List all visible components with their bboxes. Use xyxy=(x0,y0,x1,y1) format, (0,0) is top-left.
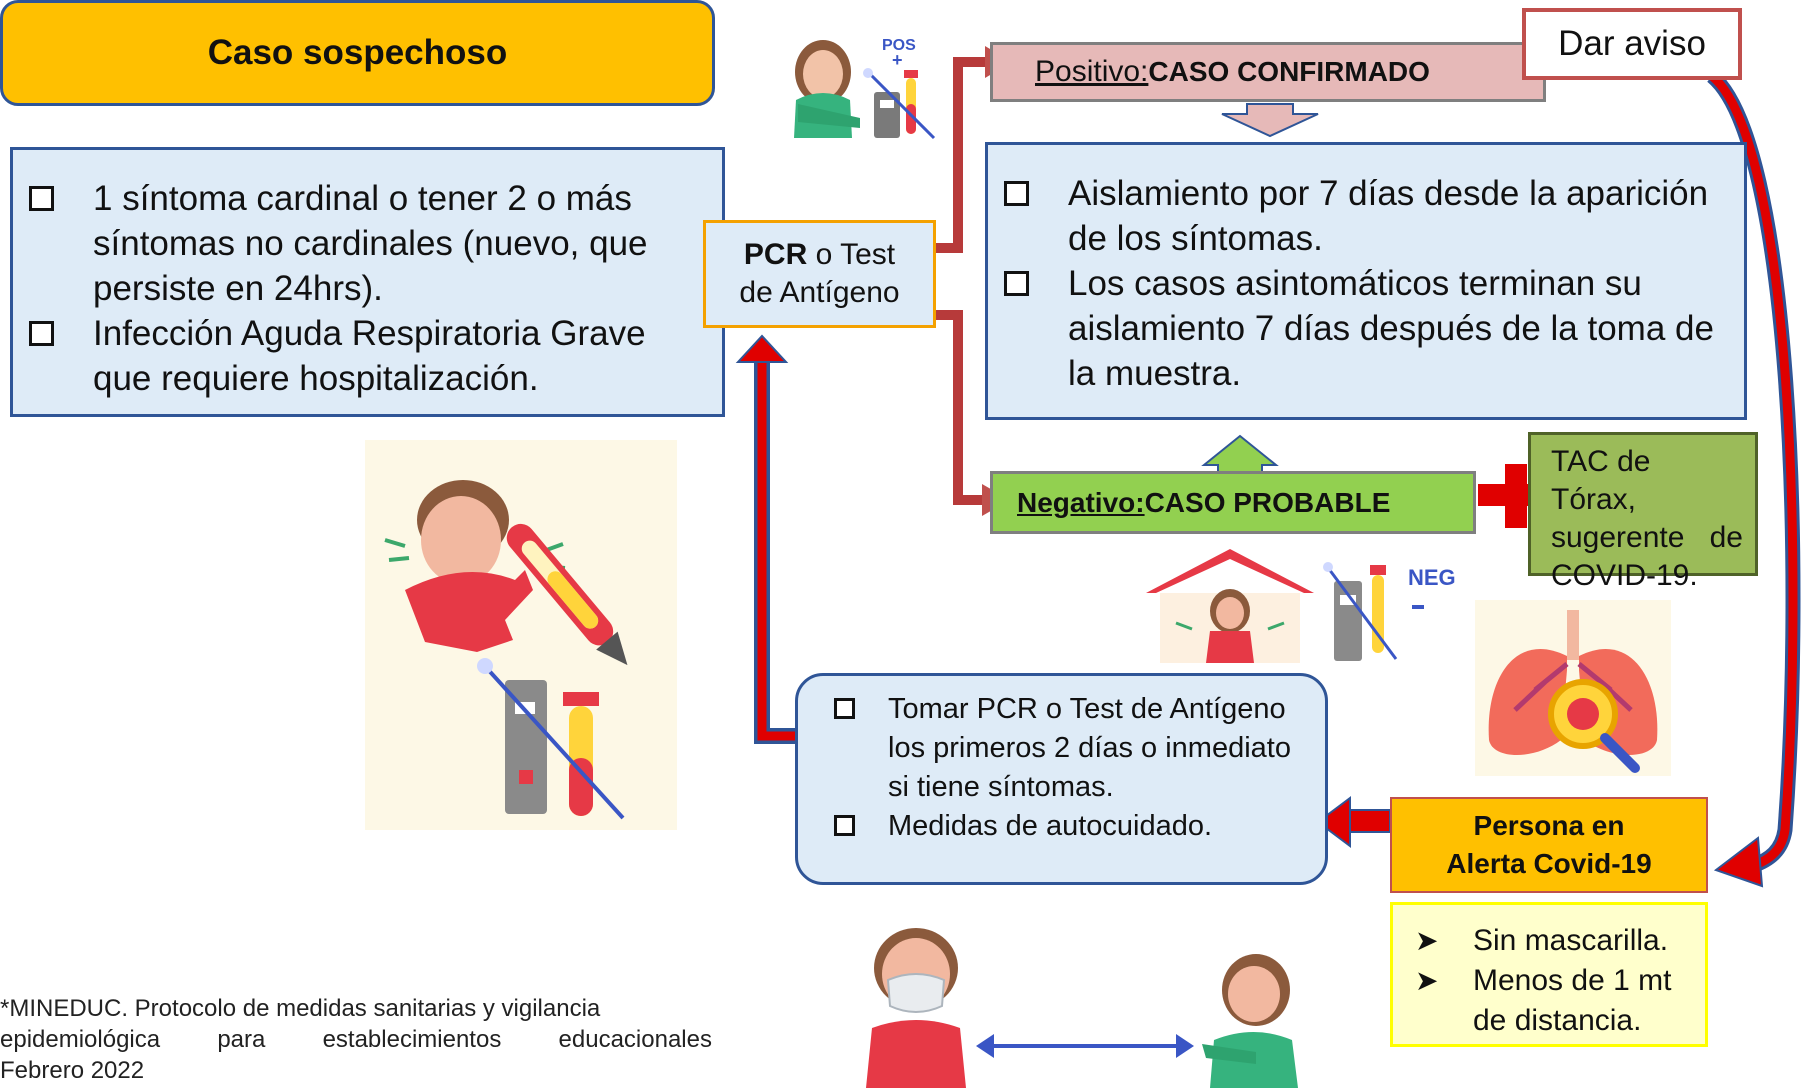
aislamiento-box: Aislamiento por 7 días desde la aparició… xyxy=(985,142,1747,420)
aislamiento-item: Aislamiento por 7 días desde la aparició… xyxy=(988,171,1734,261)
checkbox-icon xyxy=(1004,180,1030,206)
positivo-result: CASO CONFIRMADO xyxy=(1148,56,1430,87)
arrowhead-bullet-icon: ➤ xyxy=(1415,925,1439,956)
svg-text:+: + xyxy=(892,50,903,70)
checkbox-icon xyxy=(834,815,855,836)
positive-test-illustration: POS + xyxy=(778,30,938,142)
positivo-box: Positivo: CASO CONFIRMADO xyxy=(990,42,1546,102)
fuente-footnote: *MINEDUC. Protocolo de medidas sanitaria… xyxy=(0,995,712,1084)
arrow-negativo-to-aislamiento xyxy=(1201,434,1279,477)
arrow-positivo-to-aislamiento xyxy=(1221,103,1319,138)
condiciones-list: ➤Sin mascarilla. ➤Menos de 1 mt de dista… xyxy=(1393,921,1705,1041)
checkbox-icon xyxy=(29,185,55,211)
checkbox-icon xyxy=(834,698,855,719)
condicion-item: ➤Menos de 1 mt de distancia. xyxy=(1393,961,1705,1041)
caso-sospechoso-title-text: Caso sospechoso xyxy=(207,33,508,72)
aislamiento-list: Aislamiento por 7 días desde la aparició… xyxy=(988,171,1734,396)
arrowhead-bullet-icon: ➤ xyxy=(1415,965,1439,996)
positivo-label: Positivo: xyxy=(1035,55,1149,88)
test-box: PCR o Test de Antígeno xyxy=(703,220,936,328)
neg-badge: NEG xyxy=(1408,565,1456,590)
negative-test-illustration: NEG xyxy=(1146,543,1480,663)
arrow-alerta-to-tomar xyxy=(1316,796,1391,848)
caso-sospechoso-criteria: 1 síntoma cardinal o tener 2 o más sínto… xyxy=(10,147,725,417)
condicion-item: ➤Sin mascarilla. xyxy=(1393,921,1705,961)
arrow-tomar-to-test xyxy=(735,334,795,744)
negativo-result: CASO PROBABLE xyxy=(1144,486,1391,518)
criteria-list: 1 síntoma cardinal o tener 2 o más sínto… xyxy=(13,176,702,401)
aislamiento-item: Los casos asintomáticos terminan su aisl… xyxy=(988,261,1734,396)
caso-sospechoso-title: Caso sospechoso xyxy=(0,0,715,106)
criteria-item: Infección Aguda Respiratoria Grave que r… xyxy=(13,311,702,401)
tomar-item: Medidas de autocuidado. xyxy=(798,807,1315,846)
tomar-box: Tomar PCR o Test de Antígeno los primero… xyxy=(795,673,1328,885)
test-pcr-label: PCR xyxy=(743,238,808,271)
negativo-box: Negativo: CASO PROBABLE xyxy=(990,471,1476,534)
tomar-item: Tomar PCR o Test de Antígeno los primero… xyxy=(798,690,1315,807)
checkbox-icon xyxy=(29,320,55,346)
checkbox-icon xyxy=(1004,270,1030,296)
criteria-item: 1 síntoma cardinal o tener 2 o más sínto… xyxy=(13,176,702,311)
distance-illustration xyxy=(866,928,1312,1088)
arrow-dar-aviso-curve xyxy=(1706,70,1801,888)
dar-aviso-box: Dar aviso xyxy=(1522,8,1742,80)
symptoms-illustration xyxy=(365,440,677,830)
negativo-label: Negativo: xyxy=(1017,486,1145,518)
lungs-illustration xyxy=(1475,600,1671,776)
pos-badge: POS xyxy=(882,37,916,54)
tomar-list: Tomar PCR o Test de Antígeno los primero… xyxy=(798,690,1315,846)
alerta-box: Persona en Alerta Covid-19 xyxy=(1390,797,1708,893)
condiciones-box: ➤Sin mascarilla. ➤Menos de 1 mt de dista… xyxy=(1390,902,1708,1047)
